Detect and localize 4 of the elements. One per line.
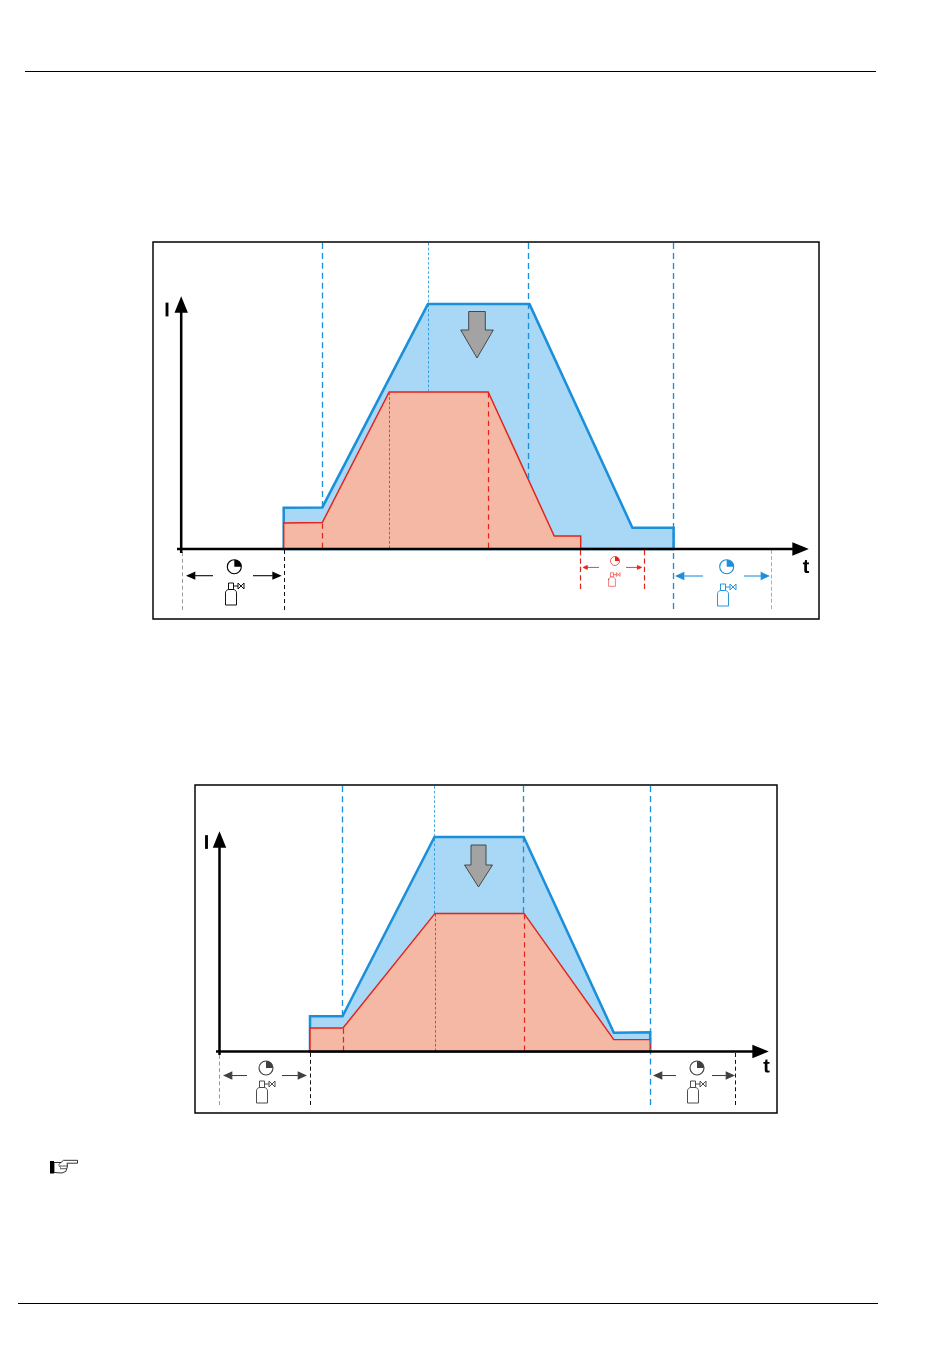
axis-label: t [763, 1059, 770, 1073]
axis-label: I [165, 302, 169, 317]
axis-label: t [802, 559, 810, 574]
axis-label: I [205, 835, 208, 849]
